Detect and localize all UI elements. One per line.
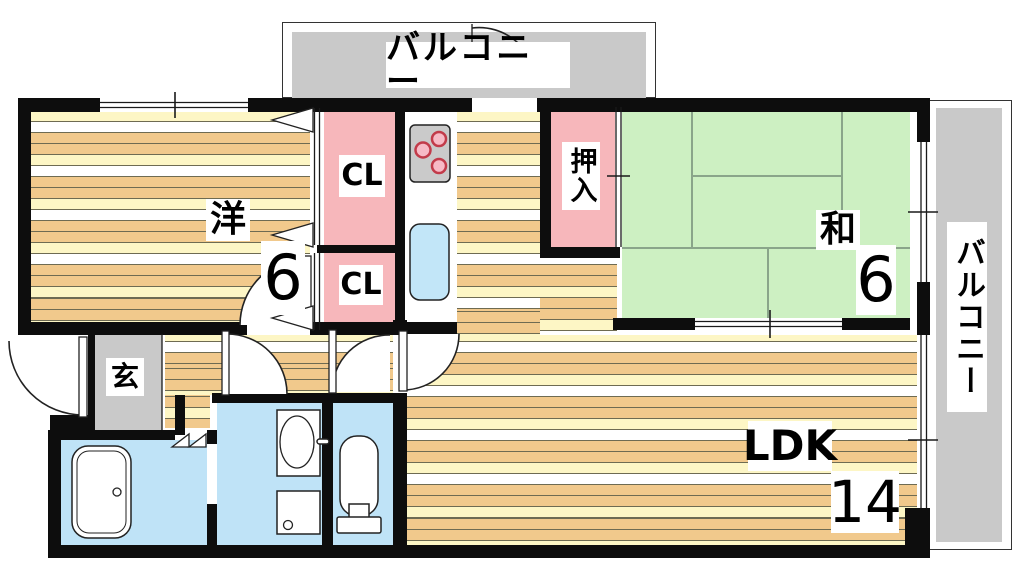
wall-segment <box>18 322 247 335</box>
balcony-door-opening <box>472 98 537 112</box>
wall-segment <box>248 98 472 112</box>
western-room-size-text: 6 <box>263 241 303 314</box>
top-balcony-text: バルコニー <box>386 28 534 102</box>
oshiire-text: 押入 <box>565 147 597 205</box>
top-balcony-label: バルコニー <box>386 31 570 99</box>
wall-segment <box>48 545 930 558</box>
closet-upper-label: CL <box>339 155 385 197</box>
entrance-text: 玄 <box>110 360 139 393</box>
washroom-floor <box>217 403 322 545</box>
wall-segment <box>18 98 31 335</box>
wall-segment <box>537 98 930 112</box>
wall-segment <box>540 98 551 258</box>
dk-floor-strip <box>457 112 540 335</box>
wall-segment <box>310 322 457 335</box>
window-right-upper <box>917 142 930 282</box>
western-room-door-opening <box>247 322 310 335</box>
bathroom-floor <box>61 440 207 545</box>
oshiire-fusuma-lines <box>615 107 622 247</box>
ldk-text: LDK <box>742 421 838 470</box>
wall-segment <box>18 98 100 112</box>
wall-segment <box>207 504 217 545</box>
wall-segment <box>212 393 397 403</box>
wall-segment <box>540 247 620 258</box>
wall-segment <box>88 332 95 432</box>
right-balcony-label: バルコニー <box>947 222 987 412</box>
entrance-label: 玄 <box>106 358 144 396</box>
right-balcony-text: バルコニー <box>950 237 985 397</box>
wall-segment <box>322 403 333 545</box>
japanese-room-label: 和 <box>816 210 860 250</box>
dk-floor-lower <box>540 258 617 335</box>
hallway-floor <box>165 335 393 395</box>
kitchen-counter-strip <box>405 112 457 320</box>
closet-lower-label: CL <box>339 265 383 305</box>
japanese-room-size-text: 6 <box>856 243 896 316</box>
western-room-size: 6 <box>261 241 305 315</box>
wall-segment <box>917 98 930 142</box>
ldk-size-text: 14 <box>828 468 902 536</box>
wall-segment <box>842 318 910 330</box>
entrance-door-leaf <box>78 336 88 418</box>
wall-segment <box>613 318 695 330</box>
western-room-label: 洋 <box>206 199 250 241</box>
closet-lower-text: CL <box>340 267 382 302</box>
japanese-room-size: 6 <box>856 245 896 315</box>
wall-segment <box>48 430 61 545</box>
window-right-lower <box>917 335 930 508</box>
entrance-door-arc <box>8 340 84 416</box>
wall-segment <box>175 395 185 435</box>
wall-segment <box>393 393 407 545</box>
wall-segment <box>50 415 95 432</box>
ldk-label: LDK <box>743 421 837 471</box>
hallway-floor-left <box>165 395 210 428</box>
toilet-floor <box>333 403 393 545</box>
wall-segment <box>917 282 930 335</box>
ldk-size: 14 <box>828 468 902 536</box>
wall-segment <box>395 112 405 328</box>
window-top <box>100 98 248 112</box>
ldk-door-leaf <box>398 330 408 392</box>
wall-segment <box>393 320 407 333</box>
wall-segment <box>61 430 175 440</box>
sliding-opening-japanese-room <box>695 318 842 330</box>
wall-segment <box>317 245 403 253</box>
closet-door-track-gap <box>310 107 324 325</box>
closet-upper-text: CL <box>341 158 383 193</box>
wall-segment <box>207 430 217 444</box>
oshiire-label: 押入 <box>562 142 600 210</box>
western-room-text: 洋 <box>209 199 246 240</box>
japanese-room-text: 和 <box>819 209 856 250</box>
